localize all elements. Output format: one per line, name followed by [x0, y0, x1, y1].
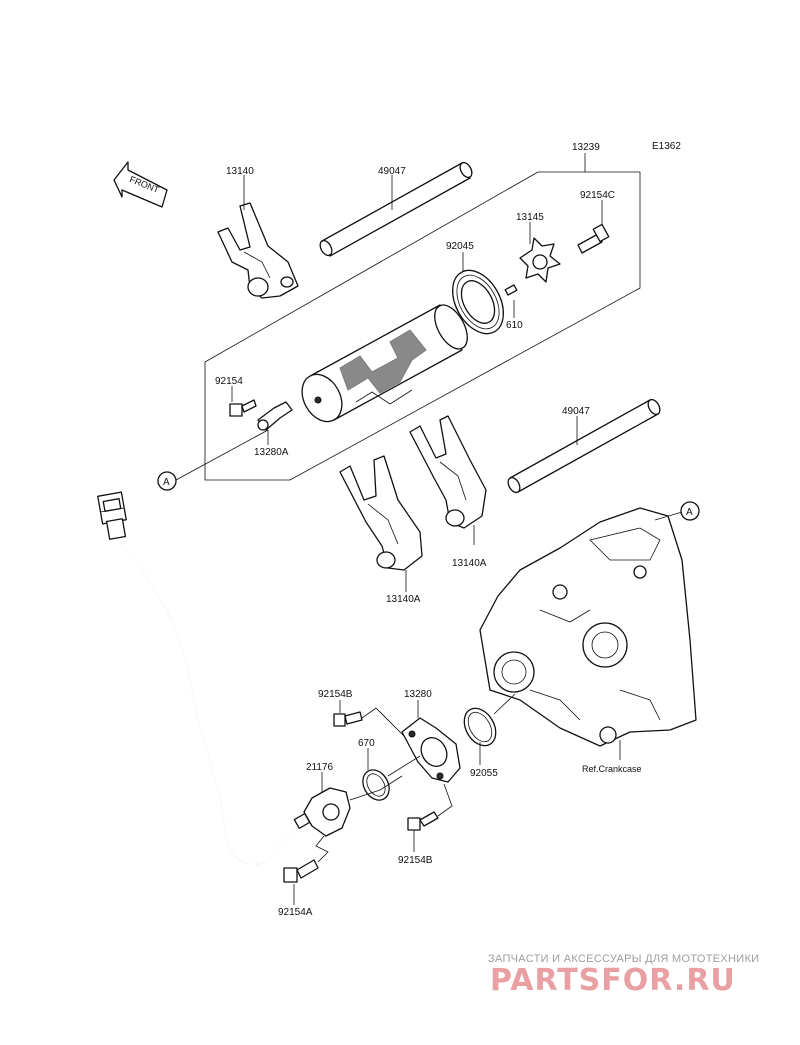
label-13140a-right: 13140A: [452, 558, 487, 569]
crankcase: [479, 507, 697, 747]
label-92154a: 92154A: [278, 907, 313, 918]
bolt-92154b-bottom: [407, 811, 439, 831]
pin: [504, 284, 518, 296]
watermark-brand: PARTSFOR.RU: [490, 963, 736, 998]
label-13140: 13140: [226, 166, 254, 177]
label-92045: 92045: [446, 241, 474, 252]
drum-holder: [519, 237, 561, 283]
callout-a-right: [680, 501, 700, 521]
shift-fork-top: [217, 202, 299, 299]
o-ring-92055: [463, 707, 497, 747]
shift-fork-left: [339, 455, 423, 571]
label-21176: 21176: [306, 762, 334, 773]
watermark-tagline: ЗАПЧАСТИ И АКСЕССУАРЫ ДЛЯ МОТОТЕХНИКИ: [488, 953, 759, 965]
connector-plug: [97, 491, 127, 540]
label-610: 610: [506, 320, 523, 331]
label-92154b-top: 92154B: [318, 689, 353, 700]
bolt-92154b-top: [333, 711, 363, 727]
shift-rod-right: [507, 398, 661, 494]
label-13145: 13145: [516, 212, 544, 223]
bolt-92154a: [283, 859, 319, 883]
gear-position-sensor: [293, 787, 351, 837]
sensor-pin-13280a: [257, 401, 293, 431]
shift-drum: [301, 304, 468, 423]
label-13140a-left: 13140A: [386, 594, 421, 605]
bearing: [452, 269, 504, 335]
sensor-holder-13280: [401, 717, 461, 783]
front-arrow-icon: FRONT: [113, 161, 168, 208]
svg-text:A: A: [686, 507, 693, 518]
label-ref-crankcase: Ref.Crankcase: [582, 764, 642, 774]
shift-fork-right: [409, 415, 487, 529]
label-670: 670: [358, 738, 375, 749]
label-49047-top: 49047: [378, 166, 406, 177]
label-49047-right: 49047: [562, 406, 590, 417]
label-92154: 92154: [215, 376, 243, 387]
sensor-wire: [115, 535, 297, 866]
label-92055: 92055: [470, 768, 498, 779]
label-13239: 13239: [572, 142, 600, 153]
o-ring-670: [362, 769, 390, 801]
svg-text:A: A: [163, 477, 170, 488]
label-92154b-bottom: 92154B: [398, 855, 433, 866]
bolt-92154: [229, 399, 257, 417]
diagram-code: E1362: [652, 141, 681, 152]
assembly-outline: [204, 171, 641, 481]
label-13280a: 13280A: [254, 447, 289, 458]
callout-a-left: [157, 471, 177, 491]
bolt-92154c: [577, 223, 610, 254]
label-92154c: 92154C: [580, 190, 615, 201]
label-13280: 13280: [404, 689, 432, 700]
shift-rod-top: [319, 161, 473, 257]
